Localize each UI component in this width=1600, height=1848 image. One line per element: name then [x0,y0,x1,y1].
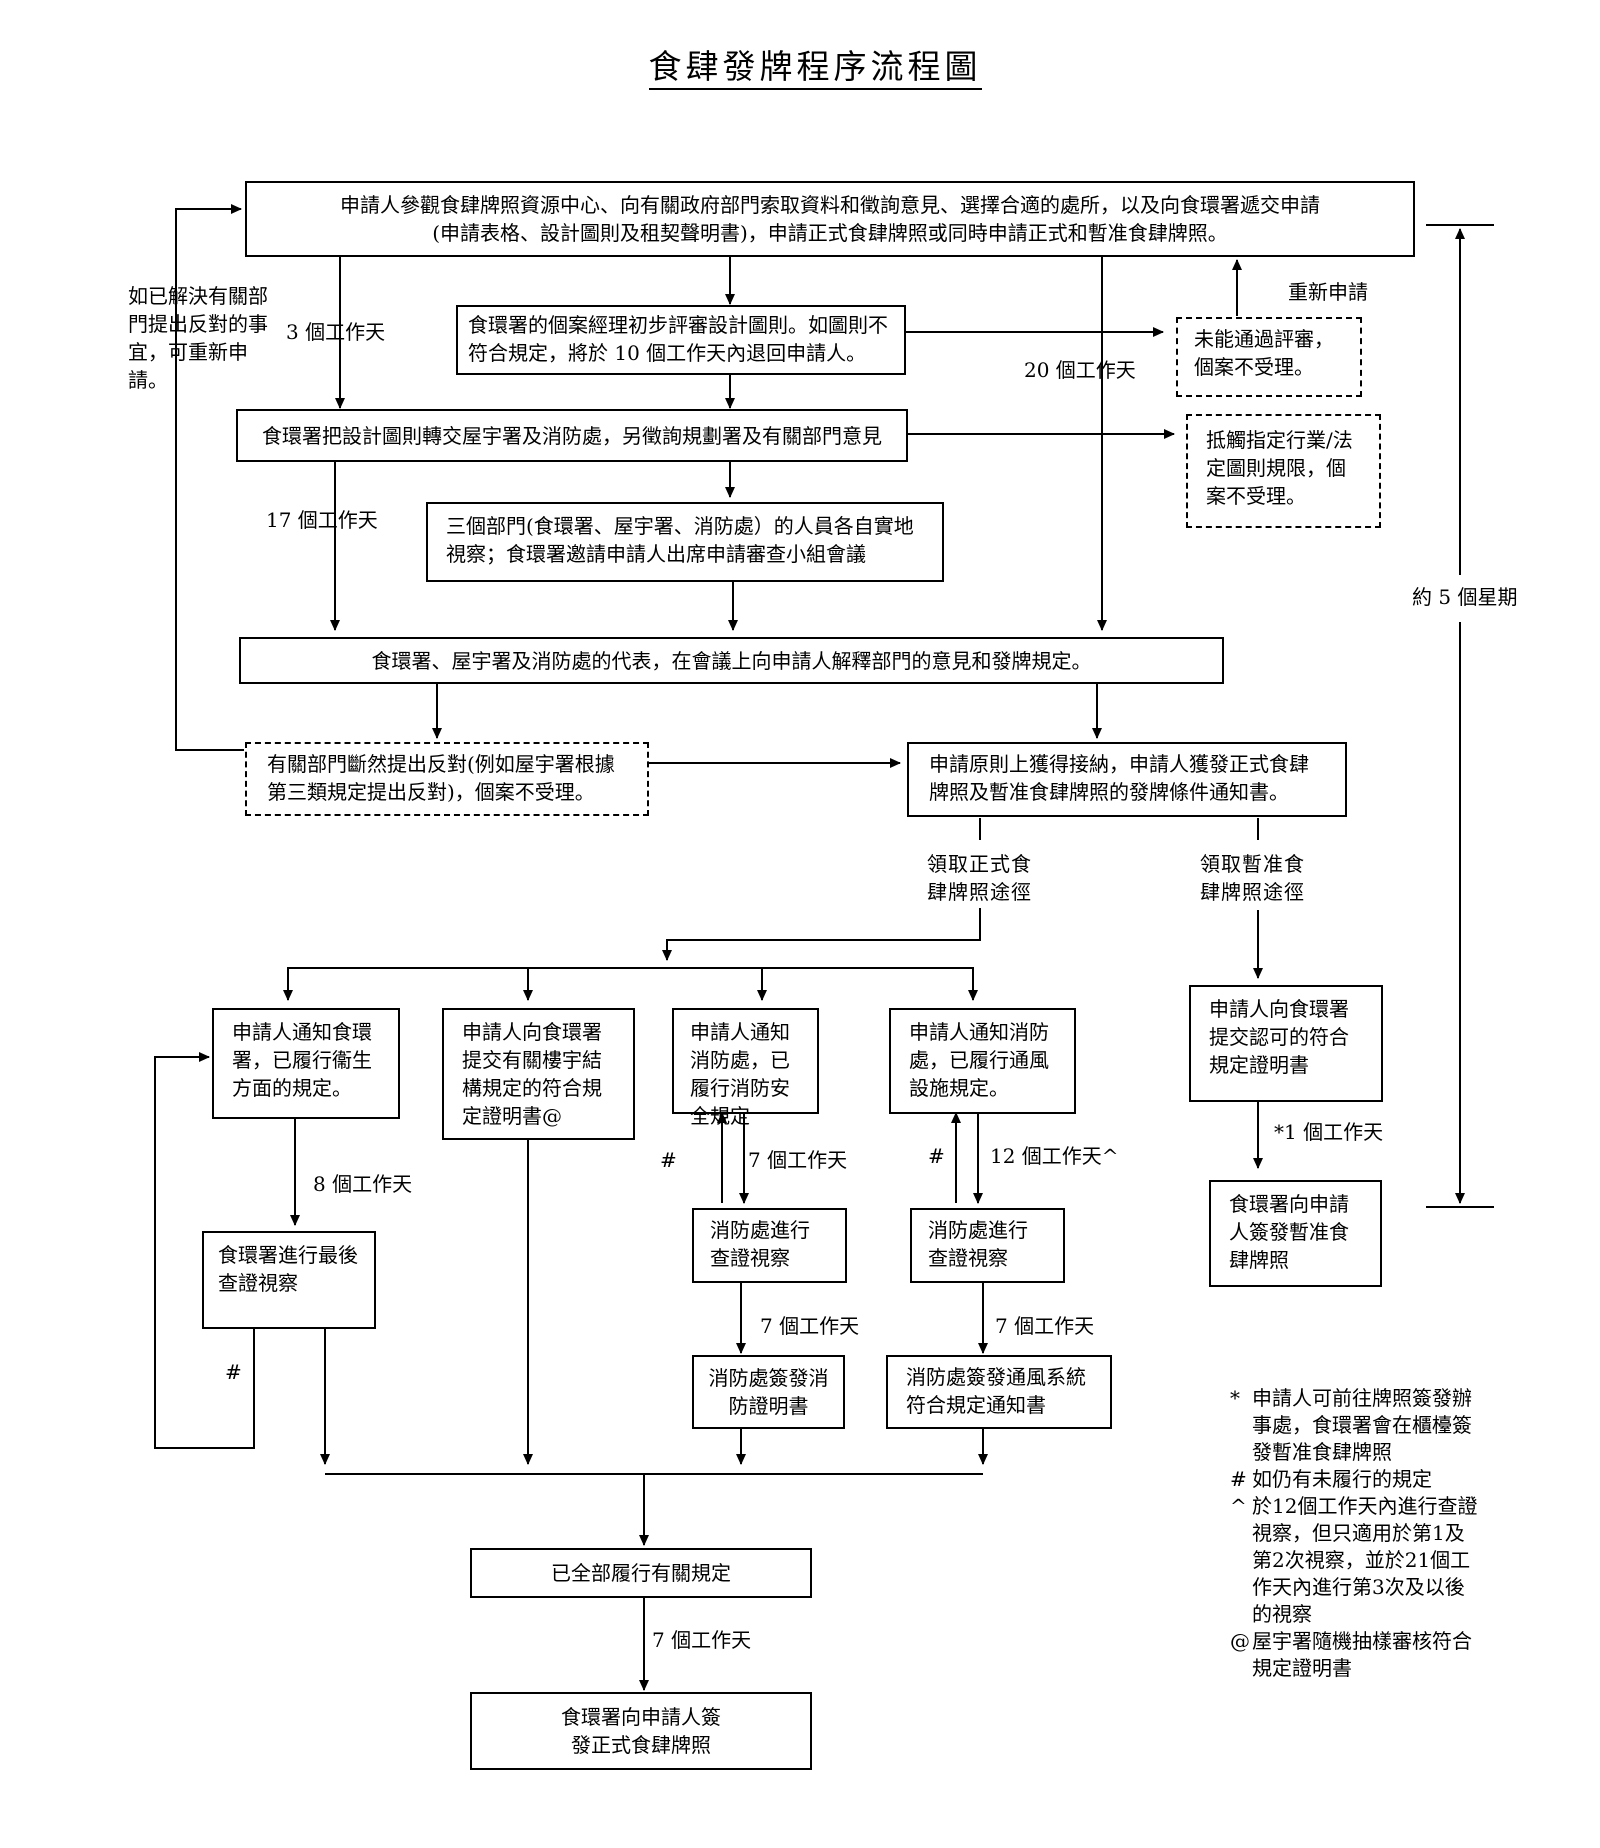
label-hash-fire: # [660,1148,677,1172]
box-submit-building-cert: 申請人向食環署提交有關樓宇結構規定的符合規定證明書@ [442,1008,635,1140]
box-fire-inspection-ventilation: 消防處進行查證視察 [910,1208,1065,1283]
arrow-route-full-split [662,908,981,961]
line-branch-bar [287,967,974,990]
label-route-full: 領取正式食肆牌照途徑 [927,852,1032,904]
legend-notes: *申請人可前往牌照簽發辦事處，食環署會在櫃檯簽發暫准食肆牌照 #如仍有未履行的規… [1230,1385,1480,1682]
label-3-days: 3 個工作天 [286,320,386,344]
box-site-inspection: 三個部門(食環署、屋宇署、消防處）的人員各自實地視察；食環署邀請申請人出席申請審… [426,502,944,582]
page-title: 食肆發牌程序流程圖 [0,40,1600,90]
label-17-days: 17 個工作天 [266,508,378,532]
label-hash-hygiene: # [225,1360,242,1384]
box-notify-fire-safety: 申請人通知消防處，已履行消防安全規定 [672,1008,819,1128]
label-8-days: 8 個工作天 [313,1172,413,1196]
note-hash: #如仍有未履行的規定 [1230,1467,1432,1491]
label-7-days-final: 7 個工作天 [652,1628,752,1652]
box-contravene-zoning: 抵觸指定行業/法定圖則規限，個案不受理。 [1186,414,1381,528]
box-notify-hygiene: 申請人通知食環署，已履行衞生方面的規定。 [212,1008,400,1119]
label-route-provisional: 領取暫准食肆牌照途徑 [1200,852,1305,904]
label-5-weeks: 約 5 個星期 [1412,585,1518,609]
box-objection: 有關部門斷然提出反對(例如屋宇署根據第三類規定提出反對)，個案不受理。 [245,742,649,816]
label-hash-ventilation: # [928,1144,945,1168]
box-approval-in-principle: 申請原則上獲得接納，申請人獲發正式食肆牌照及暫准食肆牌照的發牌條件通知書。 [907,742,1347,817]
box-all-complied: 已全部履行有關規定 [470,1548,812,1598]
box-notify-ventilation: 申請人通知消防處，已履行通風設施規定。 [889,1008,1076,1114]
note-asterisk: *申請人可前往牌照簽發辦事處，食環署會在櫃檯簽發暫准食肆牌照 [1230,1386,1472,1464]
arrow-b8-b1-loop [175,204,244,751]
label-20-days: 20 個工作天 [1024,358,1136,382]
box-final-inspection: 食環署進行最後查證視察 [202,1231,376,1329]
note-caret: ^於12個工作天內進行查證視察，但只適用於第1及第2次視察，並於21個工作天內進… [1230,1494,1478,1626]
box-meeting: 食環署、屋宇署及消防處的代表，在會議上向申請人解釋部門的意見和發牌規定。 [239,637,1224,684]
box-refer-departments: 食環署把設計圖則轉交屋宇署及消防處，另徵詢規劃署及有關部門意見 [236,409,908,462]
box-submit-application: 申請人參觀食肆牌照資源中心、向有關政府部門索取資料和徵詢意見、選擇合適的處所，以… [245,181,1415,257]
label-7-days-fire: 7 個工作天 [748,1148,848,1172]
label-12-days: 12 個工作天^ [990,1144,1119,1168]
arrow-b15-b10-loop [154,1052,255,1449]
box-ventilation-notice: 消防處簽發通風系統符合規定通知書 [886,1355,1112,1429]
label-resolved-reapply: 如已解決有關部門提出反對的事宜，可重新申請。 [128,284,268,392]
label-7-days-cert: 7 個工作天 [760,1314,860,1338]
label-1-day: *1 個工作天 [1274,1120,1384,1144]
box-initial-assessment: 食環署的個案經理初步評審設計圖則。如圖則不符合規定，將於 10 個工作天內退回申… [456,305,906,375]
box-submit-compliance-cert: 申請人向食環署提交認可的符合規定證明書 [1189,985,1383,1102]
box-issue-full-licence: 食環署向申請人簽發正式食肆牌照 [470,1692,812,1770]
box-not-passed: 未能通過評審，個案不受理。 [1176,317,1362,397]
box-fire-inspection: 消防處進行查證視察 [692,1208,847,1283]
note-at: @屋宇署隨機抽樣審核符合規定證明書 [1230,1629,1472,1680]
label-reapply: 重新申請 [1288,280,1368,304]
box-issue-provisional-licence: 食環署向申請人簽發暫准食肆牌照 [1209,1180,1382,1287]
label-7-days-ventilation: 7 個工作天 [995,1314,1095,1338]
box-fire-certificate: 消防處簽發消防證明書 [692,1355,845,1429]
